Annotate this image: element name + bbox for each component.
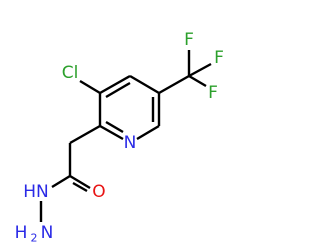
bond-c2-ch2 <box>69 124 101 145</box>
bond-c3-c4 <box>99 74 131 95</box>
fluorine-right-label: F <box>214 48 224 68</box>
bond-carbonyl-o <box>69 174 91 190</box>
bond-n1-c2-double <box>105 120 124 134</box>
bond-cf3-f-right <box>188 62 212 78</box>
bond-carbonyl-o-double <box>72 181 88 193</box>
chemical-structure: Cl N F F F O HN H 2 N <box>15 30 224 245</box>
bond-c4-c5 <box>129 74 160 95</box>
bond-c5-cf3 <box>158 74 190 95</box>
amine-nitrogen-label: N <box>41 223 54 243</box>
fluorine-top-label: F <box>184 30 194 50</box>
amine-h-count-subscript: 2 <box>31 232 38 245</box>
ring-nitrogen-label: N <box>124 133 137 153</box>
atom-labels: Cl N F F F O HN H 2 N <box>15 30 224 245</box>
bond-c3-c4-double <box>105 81 131 99</box>
carbonyl-oxygen-label: O <box>92 182 105 202</box>
bond-c6-n1 <box>136 124 160 141</box>
amine-h-label: H <box>15 223 28 243</box>
bond-cf3-f-bottom <box>188 74 207 88</box>
bond-carbonyl-nh <box>51 174 71 189</box>
bond-c3-cl <box>79 79 101 95</box>
bond-n1-c2 <box>99 124 124 141</box>
fluorine-bottom-label: F <box>208 83 218 103</box>
bonds <box>39 50 212 222</box>
amide-nh-label: HN <box>23 182 49 202</box>
chlorine-atom-label: Cl <box>62 63 79 83</box>
